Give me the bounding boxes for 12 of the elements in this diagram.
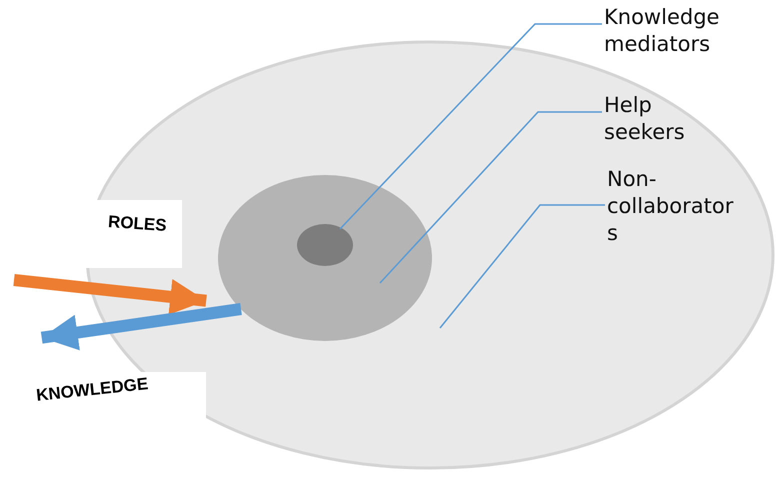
inner-disc: [295, 222, 355, 268]
arrow: [40, 303, 242, 350]
role-label: Non- collaborator s: [607, 166, 747, 247]
role-label: Knowledge mediators: [604, 4, 774, 58]
edge-label: ROLES: [107, 212, 168, 236]
role-label: Help seekers: [604, 92, 704, 146]
middle-disc: [216, 173, 434, 343]
leader-line: [439, 204, 605, 328]
leader-line: [379, 111, 602, 284]
leader-line: [339, 23, 602, 230]
arrow: [13, 274, 207, 315]
edge-label: KNOWLEDGE: [35, 374, 150, 406]
